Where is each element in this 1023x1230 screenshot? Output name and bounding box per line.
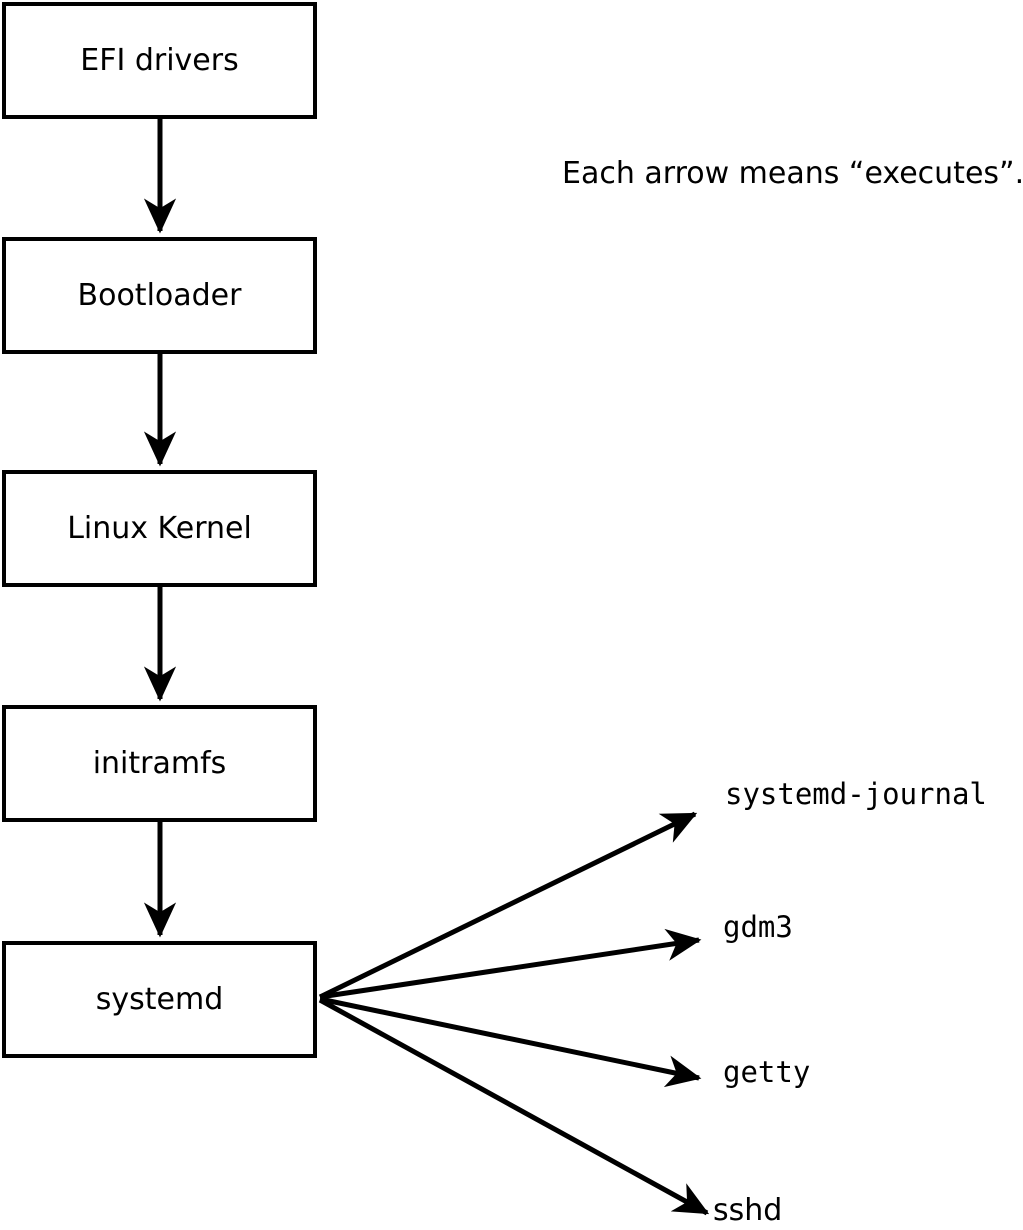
arrow-systemd-to-journal [318,811,698,1000]
proc-label-systemd-journal: systemd-journal [725,777,987,811]
node-linux-kernel-label: Linux Kernel [67,510,252,546]
node-bootloader: Bootloader [2,237,317,354]
proc-label-gdm3: gdm3 [723,910,793,944]
node-bootloader-label: Bootloader [77,277,242,313]
node-initramfs-label: initramfs [92,745,227,781]
node-initramfs: initramfs [2,705,317,822]
node-systemd-label: systemd [95,981,224,1017]
node-linux-kernel: Linux Kernel [2,470,317,587]
arrow-meaning-note: Each arrow means “executes”. [562,156,1023,191]
arrow-systemd-to-gdm3 [319,928,702,1000]
arrow-systemd-to-sshd [318,997,710,1216]
node-efi-drivers-label: EFI drivers [80,42,239,78]
node-efi-drivers: EFI drivers [2,2,317,119]
arrow-systemd-to-getty [319,996,702,1088]
node-systemd: systemd [2,941,317,1058]
proc-label-getty: getty [723,1055,811,1089]
proc-label-sshd: sshd [713,1193,783,1228]
